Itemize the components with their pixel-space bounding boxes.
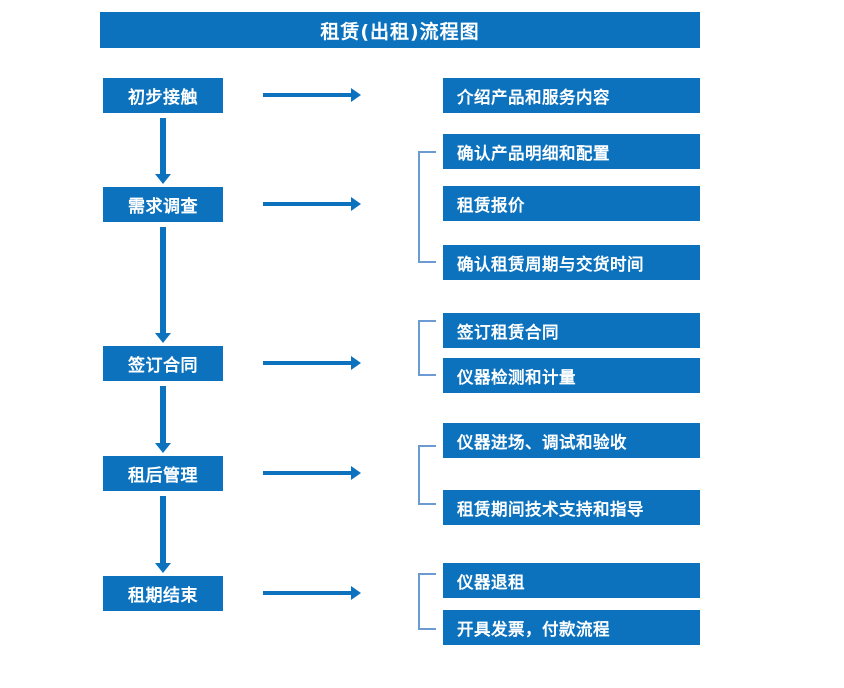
stage-box-sign-contract[interactable]: 签订合同 (103, 346, 223, 381)
bracket-post-rental-group (418, 445, 436, 505)
detail-box-instrument-inspection-metering[interactable]: 仪器检测和计量 (443, 358, 700, 393)
horizontal-arrow-post-rental-management (263, 466, 361, 480)
stage-box-post-rental-management[interactable]: 租后管理 (103, 456, 223, 491)
horizontal-arrow-rental-end (263, 586, 361, 600)
detail-box-confirm-product-specs[interactable]: 确认产品明细和配置 (443, 134, 700, 169)
detail-box-invoice-payment-process[interactable]: 开具发票，付款流程 (443, 610, 700, 645)
vertical-arrow-contract-to-management (155, 386, 171, 453)
vertical-arrow-management-to-end (155, 496, 171, 573)
detail-box-introduce-products-services[interactable]: 介绍产品和服务内容 (443, 78, 700, 113)
diagram-title: 租赁(出租)流程图 (100, 12, 700, 48)
detail-box-confirm-rental-period-delivery[interactable]: 确认租赁周期与交货时间 (443, 245, 700, 280)
stage-box-demand-survey[interactable]: 需求调查 (103, 187, 223, 222)
detail-box-instrument-entry-commissioning-acceptance[interactable]: 仪器进场、调试和验收 (443, 423, 700, 458)
detail-box-sign-rental-contract[interactable]: 签订租赁合同 (443, 313, 700, 348)
detail-box-rental-period-technical-support[interactable]: 租赁期间技术支持和指导 (443, 490, 700, 525)
bracket-rental-end-group (418, 573, 436, 630)
detail-box-instrument-return[interactable]: 仪器退租 (443, 563, 700, 598)
horizontal-arrow-initial-contact (263, 88, 361, 102)
stage-box-initial-contact[interactable]: 初步接触 (103, 78, 223, 113)
horizontal-arrow-demand-survey (263, 197, 361, 211)
vertical-arrow-survey-to-contract (155, 227, 171, 343)
horizontal-arrow-sign-contract (263, 356, 361, 370)
bracket-sign-contract-group (418, 320, 436, 376)
vertical-arrow-contact-to-survey (155, 118, 171, 184)
bracket-demand-survey-group (418, 151, 436, 263)
detail-box-rental-quotation[interactable]: 租赁报价 (443, 186, 700, 221)
stage-box-rental-end[interactable]: 租期结束 (103, 576, 223, 611)
